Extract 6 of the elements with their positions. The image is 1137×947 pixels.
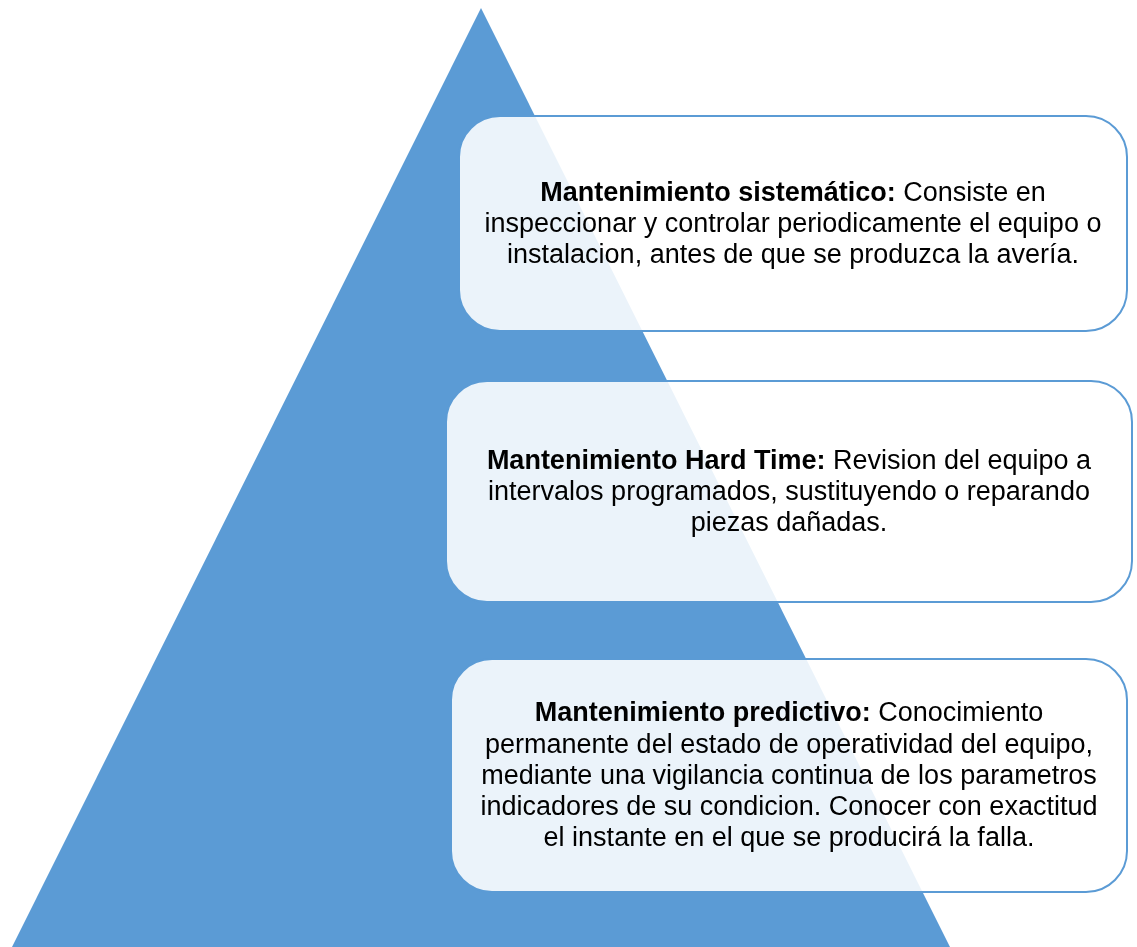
description-text: Mantenimiento predictivo: Conocimiento permanente del estado de operatividad del equipo, mediante una vigilancia continua de los parametros indicadores de su condicion. Conocer con exactitud el instante en el que se producirá la falla. — [479, 697, 1099, 854]
description-text: Mantenimiento sistemático: Consiste en inspeccionar y controlar periodicamente el equipo o instalacion, antes de que se produzca la avería. — [484, 176, 1102, 271]
description-text: Mantenimiento Hard Time: Revision del equipo a intervalos programados, sustituyendo o reparando piezas dañadas. — [485, 444, 1093, 539]
text-card — [445, 380, 1133, 603]
text-card — [450, 658, 1128, 893]
text-card — [458, 115, 1128, 332]
